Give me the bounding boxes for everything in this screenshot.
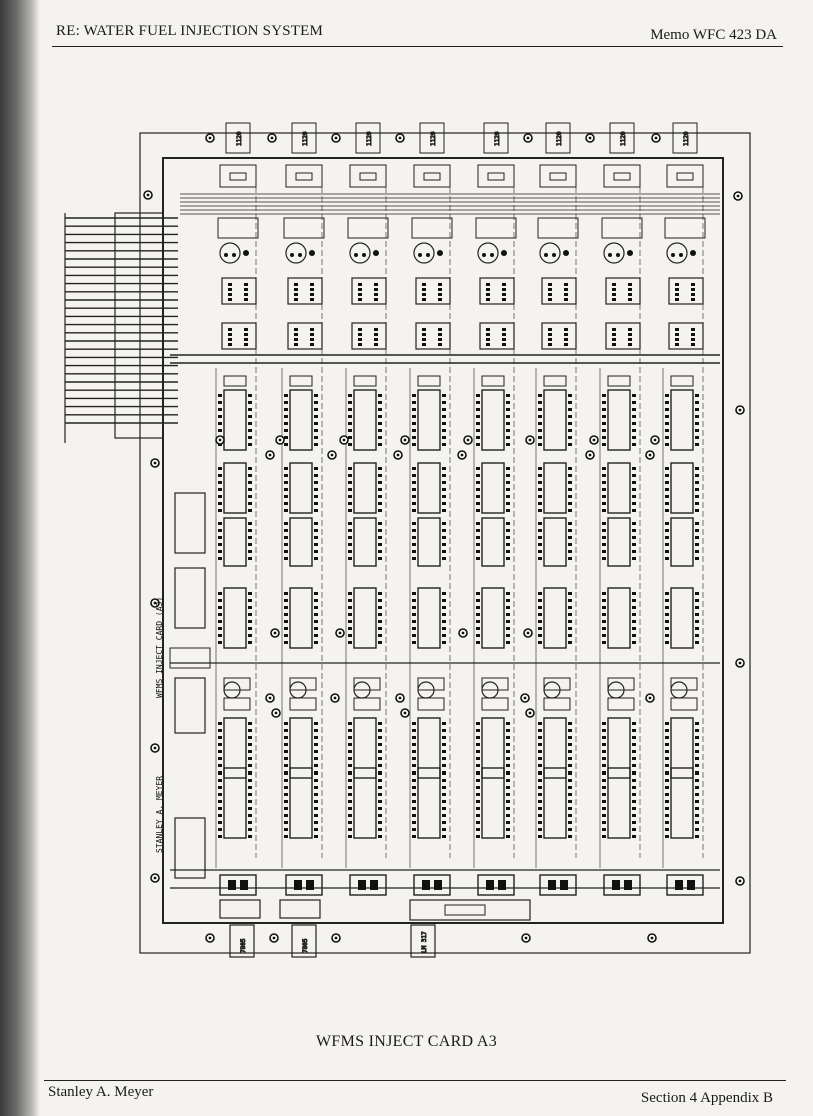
top-connector bbox=[419, 122, 445, 154]
footer-rule bbox=[44, 1080, 786, 1081]
top-connector bbox=[291, 122, 317, 154]
regulator-label: 7805 bbox=[240, 938, 247, 953]
voltage-regulator bbox=[410, 924, 436, 958]
regulator-label: LM 317 bbox=[421, 931, 428, 953]
top-connector bbox=[672, 122, 698, 154]
top-connector bbox=[609, 122, 635, 154]
connector-label: 1120 bbox=[236, 131, 243, 146]
connector-label: 1120 bbox=[302, 131, 309, 146]
connector-label: 1120 bbox=[620, 131, 627, 146]
circuit-board-schematic: 1120 1120 1120 1120 1120 1120 1120 1120 7805 7805… bbox=[64, 122, 751, 958]
regulator-label: 7805 bbox=[302, 938, 309, 953]
voltage-regulator bbox=[229, 924, 255, 958]
header-title: RE: WATER FUEL INJECTION SYSTEM bbox=[56, 23, 324, 39]
designer-label: STANLEY A. MEYER bbox=[155, 776, 164, 853]
voltage-regulator bbox=[291, 924, 317, 958]
top-connector bbox=[545, 122, 571, 154]
connector-label: 1120 bbox=[556, 131, 563, 146]
connector-label: 1120 bbox=[683, 131, 690, 146]
card-label: WFMS INJECT CARD (A3) bbox=[155, 597, 164, 698]
top-connector bbox=[483, 122, 509, 154]
footer-author: Stanley A. Meyer bbox=[48, 1084, 154, 1100]
footer-section: Section 4 Appendix B bbox=[640, 1090, 773, 1106]
board-inner-frame bbox=[162, 157, 724, 924]
connector-label: 1120 bbox=[494, 131, 501, 146]
board-outline bbox=[139, 132, 751, 954]
top-connector bbox=[225, 122, 251, 154]
binding-shadow bbox=[0, 0, 40, 1116]
connector-label: 1120 bbox=[430, 131, 437, 146]
connector-label: 1120 bbox=[366, 131, 373, 146]
header-memo: Memo WFC 423 DA bbox=[650, 27, 777, 43]
header-rule bbox=[52, 46, 783, 47]
top-connector bbox=[355, 122, 381, 154]
figure-caption: WFMS INJECT CARD A3 bbox=[316, 1033, 497, 1050]
